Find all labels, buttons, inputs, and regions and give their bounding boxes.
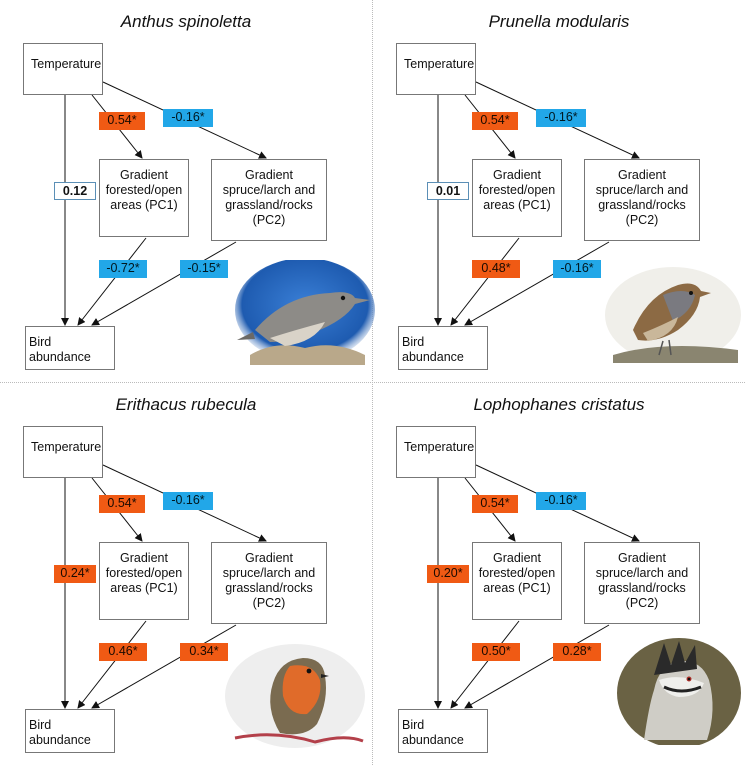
pc1-label-line: Gradient xyxy=(120,551,168,565)
pc2-label-line: (PC2) xyxy=(252,596,286,610)
arrow-pc2-bird xyxy=(464,241,610,326)
species-title: Lophophanes cristatus xyxy=(473,395,645,414)
bird-abundance-box: Bird abundance xyxy=(25,709,115,753)
coef-temp-bird: 0.24* xyxy=(54,565,96,583)
pc2-box: Gradient spruce/larch and grassland/rock… xyxy=(584,159,700,241)
pc2-label-line: Gradient xyxy=(245,168,293,182)
horizontal-divider xyxy=(0,382,745,383)
temperature-label: Temperature xyxy=(404,440,475,454)
pc2-label-line: spruce/larch and xyxy=(595,566,689,580)
temperature-box: Temperature xyxy=(23,426,103,478)
pc1-label-line: areas (PC1) xyxy=(110,581,178,595)
pc2-label-line: (PC2) xyxy=(625,213,659,227)
pc1-label-line: forested/open xyxy=(478,566,556,580)
pc2-label-line: (PC2) xyxy=(252,213,286,227)
arrow-pc2-bird xyxy=(91,241,237,326)
pc1-label-line: areas (PC1) xyxy=(483,581,551,595)
arrow-pc1-bird xyxy=(77,620,147,709)
pc2-label-line: Gradient xyxy=(618,551,666,565)
coef-pc2-bird: -0.15* xyxy=(180,260,228,278)
species-title: Erithacus rubecula xyxy=(115,395,257,414)
bird-label-line: abundance xyxy=(29,350,91,364)
pc2-label-line: Gradient xyxy=(245,551,293,565)
pc2-label-line: spruce/larch and xyxy=(222,566,316,580)
coef-pc1-bird: 0.50* xyxy=(472,643,520,661)
pc2-label-line: grassland/rocks xyxy=(598,581,686,595)
path-diagram-panel: Erithacus rubecula Temperature Gradient … xyxy=(0,383,372,765)
pc2-label-line: spruce/larch and xyxy=(595,183,689,197)
pc1-box: Gradient forested/open areas (PC1) xyxy=(99,542,189,620)
temperature-label: Temperature xyxy=(31,440,102,454)
coef-pc1-bird: 0.46* xyxy=(99,643,147,661)
robin-photo xyxy=(225,644,365,748)
arrow-pc2-bird xyxy=(91,624,237,709)
pc2-label-line: Gradient xyxy=(618,168,666,182)
path-diagram-panel: Anthus spinoletta Temperature Gradient f… xyxy=(0,0,375,382)
temperature-box: Temperature xyxy=(396,426,476,478)
temperature-label: Temperature xyxy=(404,57,475,71)
temperature-box: Temperature xyxy=(396,43,476,95)
bird-label-line: Bird xyxy=(402,718,425,732)
coef-temp-pc1: 0.54* xyxy=(99,112,145,130)
pc2-label-line: grassland/rocks xyxy=(225,581,313,595)
coef-temp-pc1: 0.54* xyxy=(99,495,145,513)
bird-label-line: abundance xyxy=(402,733,464,747)
pc2-box: Gradient spruce/larch and grassland/rock… xyxy=(211,159,327,241)
pc2-label-line: grassland/rocks xyxy=(225,198,313,212)
pc1-label-line: forested/open xyxy=(105,183,183,197)
arrow-pc2-bird xyxy=(464,624,610,709)
pc2-label-line: (PC2) xyxy=(625,596,659,610)
water-pipit-photo xyxy=(235,260,375,365)
coef-temp-pc2: -0.16* xyxy=(163,109,213,127)
pc1-box: Gradient forested/open areas (PC1) xyxy=(99,159,189,237)
temperature-label: Temperature xyxy=(31,57,102,71)
bird-label-line: Bird xyxy=(402,335,425,349)
coef-temp-pc1: 0.54* xyxy=(472,495,518,513)
arrow-pc1-bird xyxy=(450,620,520,709)
pc1-label-line: Gradient xyxy=(120,168,168,182)
crested-tit-photo xyxy=(617,638,741,745)
coef-pc2-bird: -0.16* xyxy=(553,260,601,278)
coef-pc1-bird: -0.72* xyxy=(99,260,147,278)
coef-pc1-bird: 0.48* xyxy=(472,260,520,278)
coef-temp-pc2: -0.16* xyxy=(536,492,586,510)
pc1-label-line: areas (PC1) xyxy=(483,198,551,212)
species-title: Anthus spinoletta xyxy=(120,12,252,31)
coef-pc2-bird: 0.34* xyxy=(180,643,228,661)
pc2-label-line: grassland/rocks xyxy=(598,198,686,212)
dunnock-photo xyxy=(605,267,741,363)
path-diagram-panel: Prunella modularis Temperature Gradient … xyxy=(373,0,745,382)
coef-temp-pc2: -0.16* xyxy=(536,109,586,127)
pc1-label-line: forested/open xyxy=(478,183,556,197)
arrow-pc1-bird xyxy=(77,237,147,326)
pc1-label-line: Gradient xyxy=(493,168,541,182)
pc1-label-line: areas (PC1) xyxy=(110,198,178,212)
coef-temp-pc1: 0.54* xyxy=(472,112,518,130)
bird-label-line: abundance xyxy=(402,350,464,364)
bird-abundance-box: Bird abundance xyxy=(398,709,488,753)
pc2-box: Gradient spruce/larch and grassland/rock… xyxy=(584,542,700,624)
coef-temp-pc2: -0.16* xyxy=(163,492,213,510)
pc1-label-line: Gradient xyxy=(493,551,541,565)
coef-temp-bird: 0.12 xyxy=(54,182,96,200)
coef-temp-bird: 0.20* xyxy=(427,565,469,583)
pc1-box: Gradient forested/open areas (PC1) xyxy=(472,159,562,237)
pc1-box: Gradient forested/open areas (PC1) xyxy=(472,542,562,620)
pc1-label-line: forested/open xyxy=(105,566,183,580)
pc2-box: Gradient spruce/larch and grassland/rock… xyxy=(211,542,327,624)
bird-abundance-box: Bird abundance xyxy=(398,326,488,370)
bird-label-line: Bird xyxy=(29,335,52,349)
arrow-pc1-bird xyxy=(450,237,520,326)
path-diagram-panel: Lophophanes cristatus Temperature Gradie… xyxy=(373,383,745,765)
temperature-box: Temperature xyxy=(23,43,103,95)
bird-label-line: Bird xyxy=(29,718,52,732)
species-title: Prunella modularis xyxy=(488,12,630,31)
bird-label-line: abundance xyxy=(29,733,91,747)
coef-pc2-bird: 0.28* xyxy=(553,643,601,661)
coef-temp-bird: 0.01 xyxy=(427,182,469,200)
bird-abundance-box: Bird abundance xyxy=(25,326,115,370)
pc2-label-line: spruce/larch and xyxy=(222,183,316,197)
